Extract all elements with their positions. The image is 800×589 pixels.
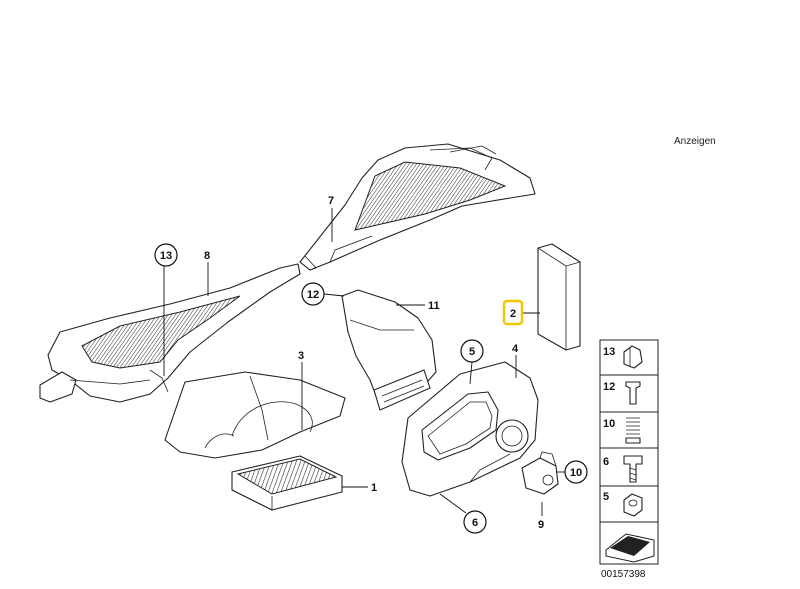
callout-5-circle bbox=[460, 339, 484, 363]
part-8-cowl-left bbox=[39, 263, 301, 403]
small-parts-legend: 13 12 10 6 5 00157398 bbox=[599, 339, 659, 580]
expansion-rivet-icon bbox=[625, 381, 641, 405]
callouts: 7 8 13 12 11 2 3 5 4 1 10 6 9 bbox=[154, 195, 588, 534]
legend-number-13: 13 bbox=[603, 346, 615, 358]
callout-1[interactable]: 1 bbox=[371, 482, 377, 494]
callout-7[interactable]: 7 bbox=[328, 195, 334, 207]
legend-item-6[interactable]: 6 bbox=[603, 455, 643, 483]
callout-11[interactable]: 11 bbox=[428, 300, 440, 312]
callout-6-circle bbox=[463, 510, 487, 534]
part-2-filter-element bbox=[537, 243, 581, 351]
legend-item-10[interactable]: 10 bbox=[603, 417, 641, 444]
shim-plate-fill bbox=[610, 536, 650, 556]
legend-item-13[interactable]: 13 bbox=[603, 345, 643, 369]
part-11-intake-duct bbox=[341, 289, 437, 411]
leader-lines bbox=[163, 208, 566, 516]
legend-item-shim[interactable] bbox=[605, 533, 655, 563]
callout-13[interactable]: 13 bbox=[160, 250, 172, 262]
callout-5[interactable]: 5 bbox=[469, 346, 475, 358]
hex-nut-icon bbox=[623, 493, 643, 517]
legend-item-12[interactable]: 12 bbox=[603, 381, 641, 405]
legend-number-5: 5 bbox=[603, 491, 609, 503]
callout-13-circle bbox=[154, 243, 178, 267]
callout-12[interactable]: 12 bbox=[307, 289, 319, 301]
clip-nut-icon bbox=[623, 345, 643, 369]
callout-6[interactable]: 6 bbox=[472, 517, 478, 529]
callout-12-circle bbox=[301, 282, 325, 306]
callout-4[interactable]: 4 bbox=[512, 343, 519, 355]
legend-number-10: 10 bbox=[603, 418, 615, 430]
legend-item-5[interactable]: 5 bbox=[603, 491, 643, 517]
callout-2-highlight bbox=[502, 299, 524, 326]
diagram-number: 00157398 bbox=[601, 569, 646, 580]
legend-number-12: 12 bbox=[603, 381, 615, 393]
spring-washer-icon bbox=[626, 417, 640, 435]
callout-10-circle bbox=[564, 460, 588, 484]
callout-8[interactable]: 8 bbox=[204, 250, 210, 262]
callout-2[interactable]: 2 bbox=[510, 308, 516, 320]
part-3-duct-housing bbox=[164, 371, 346, 459]
anzeigen-link[interactable]: Anzeigen bbox=[674, 136, 716, 147]
part-9-actuator bbox=[521, 451, 559, 495]
part-1-filter bbox=[231, 455, 343, 511]
legend-number-6: 6 bbox=[603, 456, 609, 468]
part-7-cowl-right bbox=[299, 143, 536, 271]
callout-10[interactable]: 10 bbox=[570, 467, 582, 479]
part-4-housing-frame bbox=[401, 361, 539, 497]
callout-3[interactable]: 3 bbox=[298, 350, 304, 362]
callout-9[interactable]: 9 bbox=[538, 519, 544, 531]
